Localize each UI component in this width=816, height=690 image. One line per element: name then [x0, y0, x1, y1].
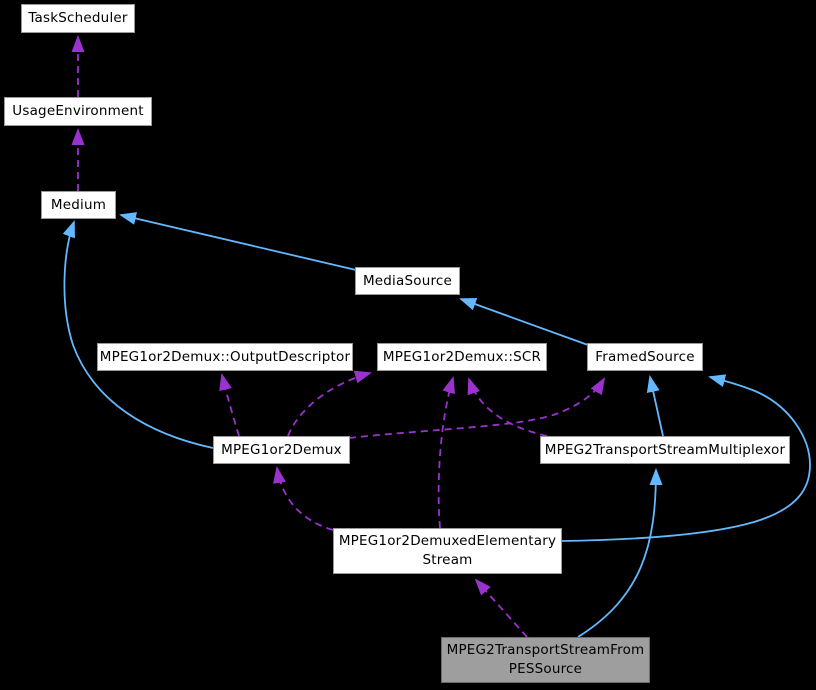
edge-usage-demuxedelementarystream-to-demux: [273, 466, 334, 531]
class-node-pessource-current[interactable]: MPEG2TransportStreamFrom PESSource: [441, 637, 650, 683]
class-label: MPEG2TransportStreamMultiplexor: [544, 441, 786, 458]
edge-usage-pessource-to-demuxedelementarystream: [474, 578, 528, 638]
edge-usage-demux-to-scr: [287, 370, 372, 437]
edge-inherit-framedsource-to-mediasource: [459, 297, 589, 346]
edge-inherit-pessource-to-multiplexor: [577, 468, 663, 638]
class-node-multiplexor[interactable]: MPEG2TransportStreamMultiplexor: [540, 436, 790, 464]
edge-usage-demuxedelementarystream-to-scr: [437, 376, 455, 529]
class-node-mediasource[interactable]: MediaSource: [355, 267, 460, 295]
class-label: MPEG1or2DemuxedElementary Stream: [338, 533, 557, 568]
class-node-outputdescriptor[interactable]: MPEG1or2Demux::OutputDescriptor: [97, 343, 353, 371]
class-node-medium[interactable]: Medium: [41, 191, 116, 219]
class-node-taskscheduler[interactable]: TaskScheduler: [21, 4, 135, 33]
class-label: UsageEnvironment: [12, 103, 144, 119]
class-label: MPEG1or2Demux::SCR: [382, 348, 542, 365]
edge-inherit-mpeg1or2demux-to-medium: [62, 220, 214, 449]
edge-inherit-multiplexor-to-framedsource: [646, 375, 664, 437]
class-label: Medium: [50, 196, 107, 213]
class-node-demux[interactable]: MPEG1or2Demux: [213, 436, 350, 464]
edge-inherit-mediasource-to-medium: [119, 212, 357, 271]
edge-usage-demux-to-outputdescriptor: [219, 373, 240, 437]
edge-usage-demux-to-framedsource: [348, 377, 606, 439]
edge-usage-multiplexor-to-scr: [467, 377, 548, 437]
class-label: MediaSource: [362, 272, 453, 289]
class-node-usageenvironment[interactable]: UsageEnvironment: [4, 97, 152, 126]
class-node-framedsource[interactable]: FramedSource: [587, 343, 703, 371]
class-node-scr[interactable]: MPEG1or2Demux::SCR: [377, 343, 547, 371]
class-label: FramedSource: [595, 348, 695, 365]
class-label: MPEG1or2Demux: [221, 441, 342, 458]
edge-inherit-demuxedelementarystream-to-framedsource: [561, 374, 811, 542]
class-node-demuxedelementarystream[interactable]: MPEG1or2DemuxedElementary Stream: [333, 528, 562, 574]
class-label: MPEG1or2Demux::OutputDescriptor: [99, 348, 351, 365]
class-label: TaskScheduler: [28, 10, 128, 26]
class-label: MPEG2TransportStreamFrom PESSource: [446, 642, 645, 677]
